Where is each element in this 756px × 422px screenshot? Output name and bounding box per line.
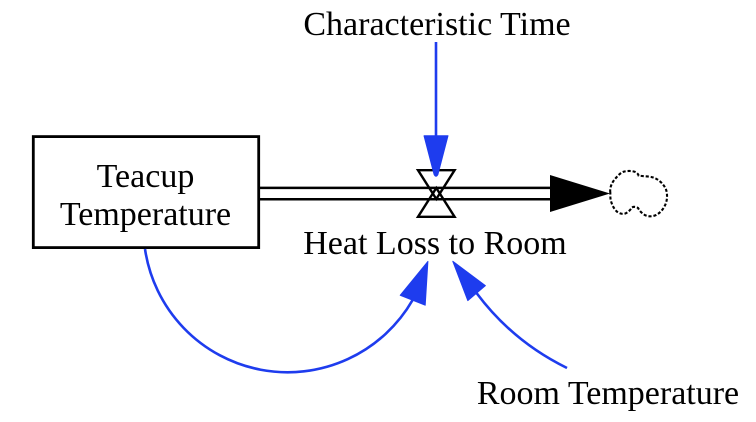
svg-text:Heat Loss to Room: Heat Loss to Room [303, 225, 566, 262]
svg-text:Characteristic Time: Characteristic Time [303, 6, 570, 43]
svg-text:Room Temperature: Room Temperature [477, 375, 739, 412]
svg-text:Temperature: Temperature [60, 196, 231, 233]
svg-text:Teacup: Teacup [97, 158, 195, 195]
